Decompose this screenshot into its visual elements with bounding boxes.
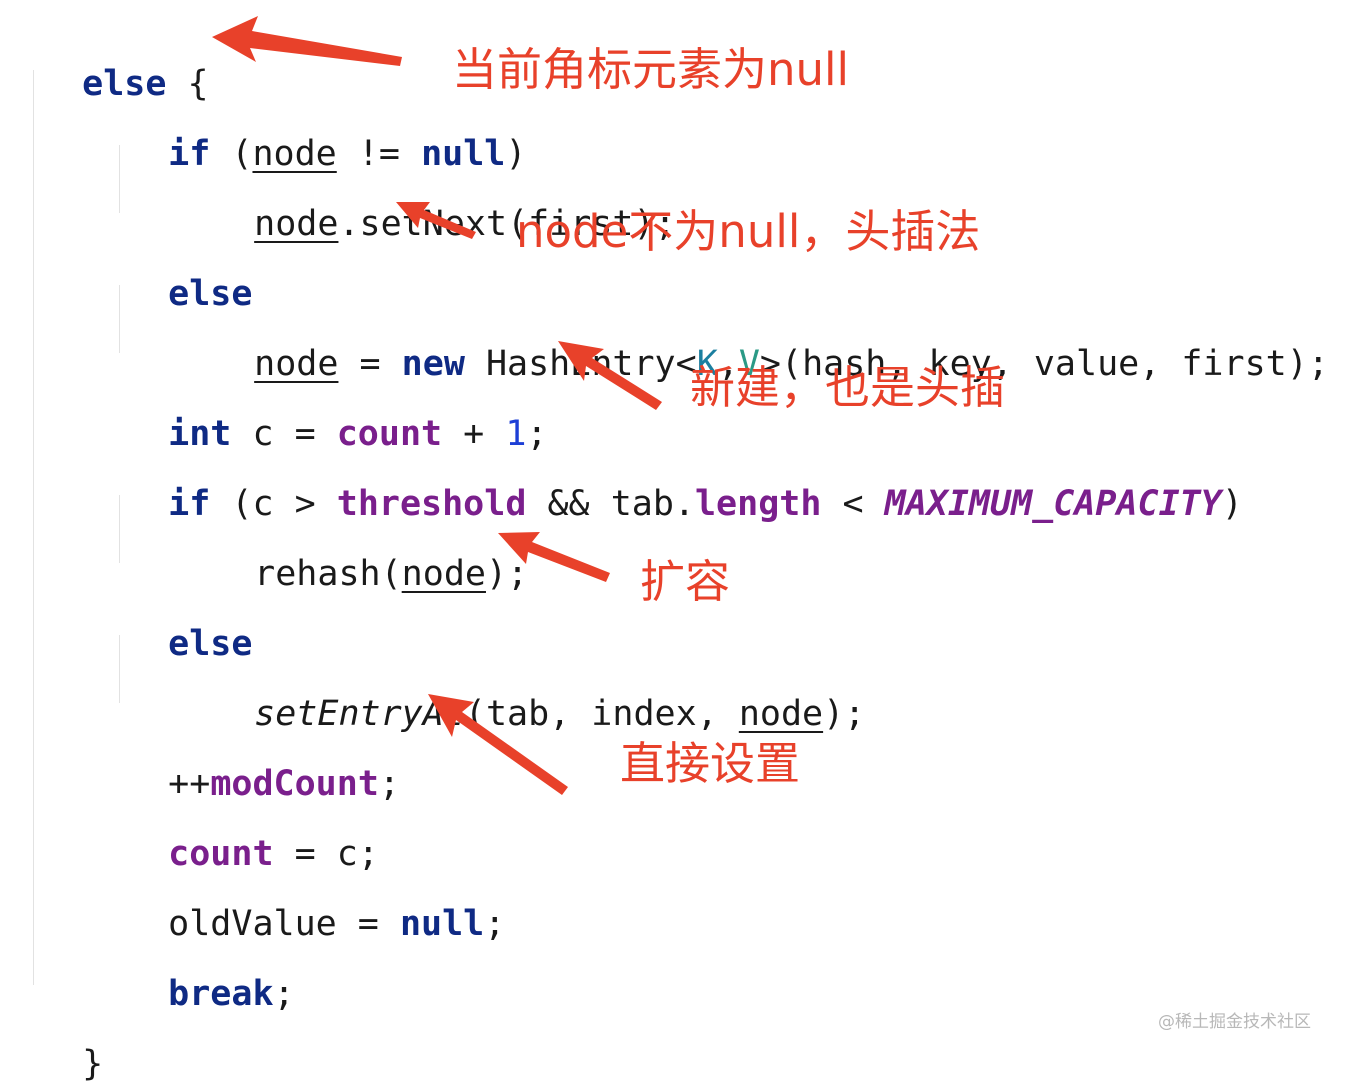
code-line-if-threshold: if (c > threshold && tab.length < MAXIMU…: [126, 438, 1243, 526]
code-line-break: break;: [126, 928, 295, 1016]
indent-guide-inner-1: [119, 145, 120, 213]
indent-guide-inner-3: [119, 495, 120, 563]
code-text: =: [338, 344, 402, 384]
keyword-else: else: [82, 64, 167, 104]
annotation-rehash: 扩容: [640, 555, 731, 608]
annotation-head-insert: node不为null，头插法: [516, 205, 981, 258]
variable-node: node: [254, 344, 339, 384]
code-text: && tab.: [526, 484, 695, 524]
annotation-arrows: [212, 16, 662, 795]
variable-node: node: [738, 694, 824, 734]
arrow-icon: [212, 16, 402, 66]
code-text: rehash(: [254, 554, 402, 594]
code-text: ): [1221, 484, 1243, 524]
keyword-null: null: [421, 134, 506, 174]
method-set-entry-at: setEntryAt: [254, 694, 465, 734]
code-text: (: [210, 134, 253, 174]
code-line-set-next: node.setNext(first);: [212, 158, 676, 246]
code-text: .setNext(first);: [338, 204, 676, 244]
code-text: ;: [273, 974, 295, 1014]
code-text: {: [166, 64, 209, 104]
code-text: +: [442, 414, 506, 454]
annotation-new-entry: 新建，也是头插: [690, 361, 1006, 414]
code-text: <: [821, 484, 885, 524]
arrow-icon: [558, 341, 662, 410]
field-threshold: threshold: [336, 484, 527, 524]
arrow-icon: [396, 202, 476, 239]
keyword-break: break: [168, 974, 274, 1014]
code-line-mod-count: ++modCount;: [126, 718, 400, 806]
keyword-int: int: [168, 414, 232, 454]
keyword-if: if: [168, 134, 211, 174]
annotation-null-slot: 当前角标元素为null: [452, 43, 850, 96]
variable-node: node: [254, 204, 339, 244]
field-length: length: [694, 484, 822, 524]
keyword-if: if: [168, 484, 211, 524]
code-text: ): [505, 134, 527, 174]
annotation-set-directly: 直接设置: [620, 737, 801, 790]
generic-k: K: [696, 344, 718, 384]
arrow-icon: [498, 532, 610, 582]
keyword-else: else: [168, 624, 253, 664]
code-text: = c;: [273, 834, 379, 874]
code-text: (c >: [210, 484, 337, 524]
code-line-count-assign: count = c;: [126, 788, 379, 876]
watermark: @稀土掘金技术社区: [1158, 1012, 1311, 1032]
code-text: c =: [231, 414, 337, 454]
code-line-int-c: int c = count + 1;: [126, 368, 547, 456]
code-text: ;: [378, 764, 400, 804]
code-text: !=: [336, 134, 422, 174]
code-text: ;: [484, 904, 506, 944]
indent-guide-inner-2: [119, 285, 120, 353]
keyword-null: null: [399, 904, 485, 944]
code-line-else-open: else {: [40, 18, 209, 106]
arrow-icon: [428, 694, 568, 795]
code-line-else: else: [126, 228, 252, 316]
field-mod-count: modCount: [210, 764, 379, 804]
code-text: );: [485, 554, 529, 594]
keyword-new: new: [401, 344, 465, 384]
code-line-set-entry-at: setEntryAt(tab, index, node);: [212, 648, 865, 736]
code-line-else: else: [126, 578, 252, 666]
variable-node: node: [252, 134, 337, 174]
number-literal: 1: [505, 414, 527, 454]
variable-node: node: [401, 554, 486, 594]
generic-v: V: [738, 344, 760, 384]
code-text: ;: [526, 414, 548, 454]
code-line-old-value: oldValue = null;: [126, 858, 505, 946]
indent-guide-outer: [33, 70, 34, 985]
code-line-rehash: rehash(node);: [212, 508, 528, 596]
code-text: >(hash, key, value, first);: [759, 344, 1329, 384]
field-count: count: [168, 834, 274, 874]
code-text: ++: [168, 764, 211, 804]
code-text: );: [823, 694, 866, 734]
field-count: count: [336, 414, 443, 454]
code-text: oldValue =: [168, 904, 400, 944]
code-text: ,: [717, 344, 739, 384]
code-line-if-node-not-null: if (node != null): [126, 88, 526, 176]
code-line-new-hash-entry: node = new HashEntry<K,V>(hash, key, val…: [212, 298, 1329, 386]
keyword-else: else: [168, 274, 253, 314]
constant-maximum-capacity: MAXIMUM_CAPACITY: [884, 484, 1222, 524]
indent-guide-inner-4: [119, 635, 120, 703]
